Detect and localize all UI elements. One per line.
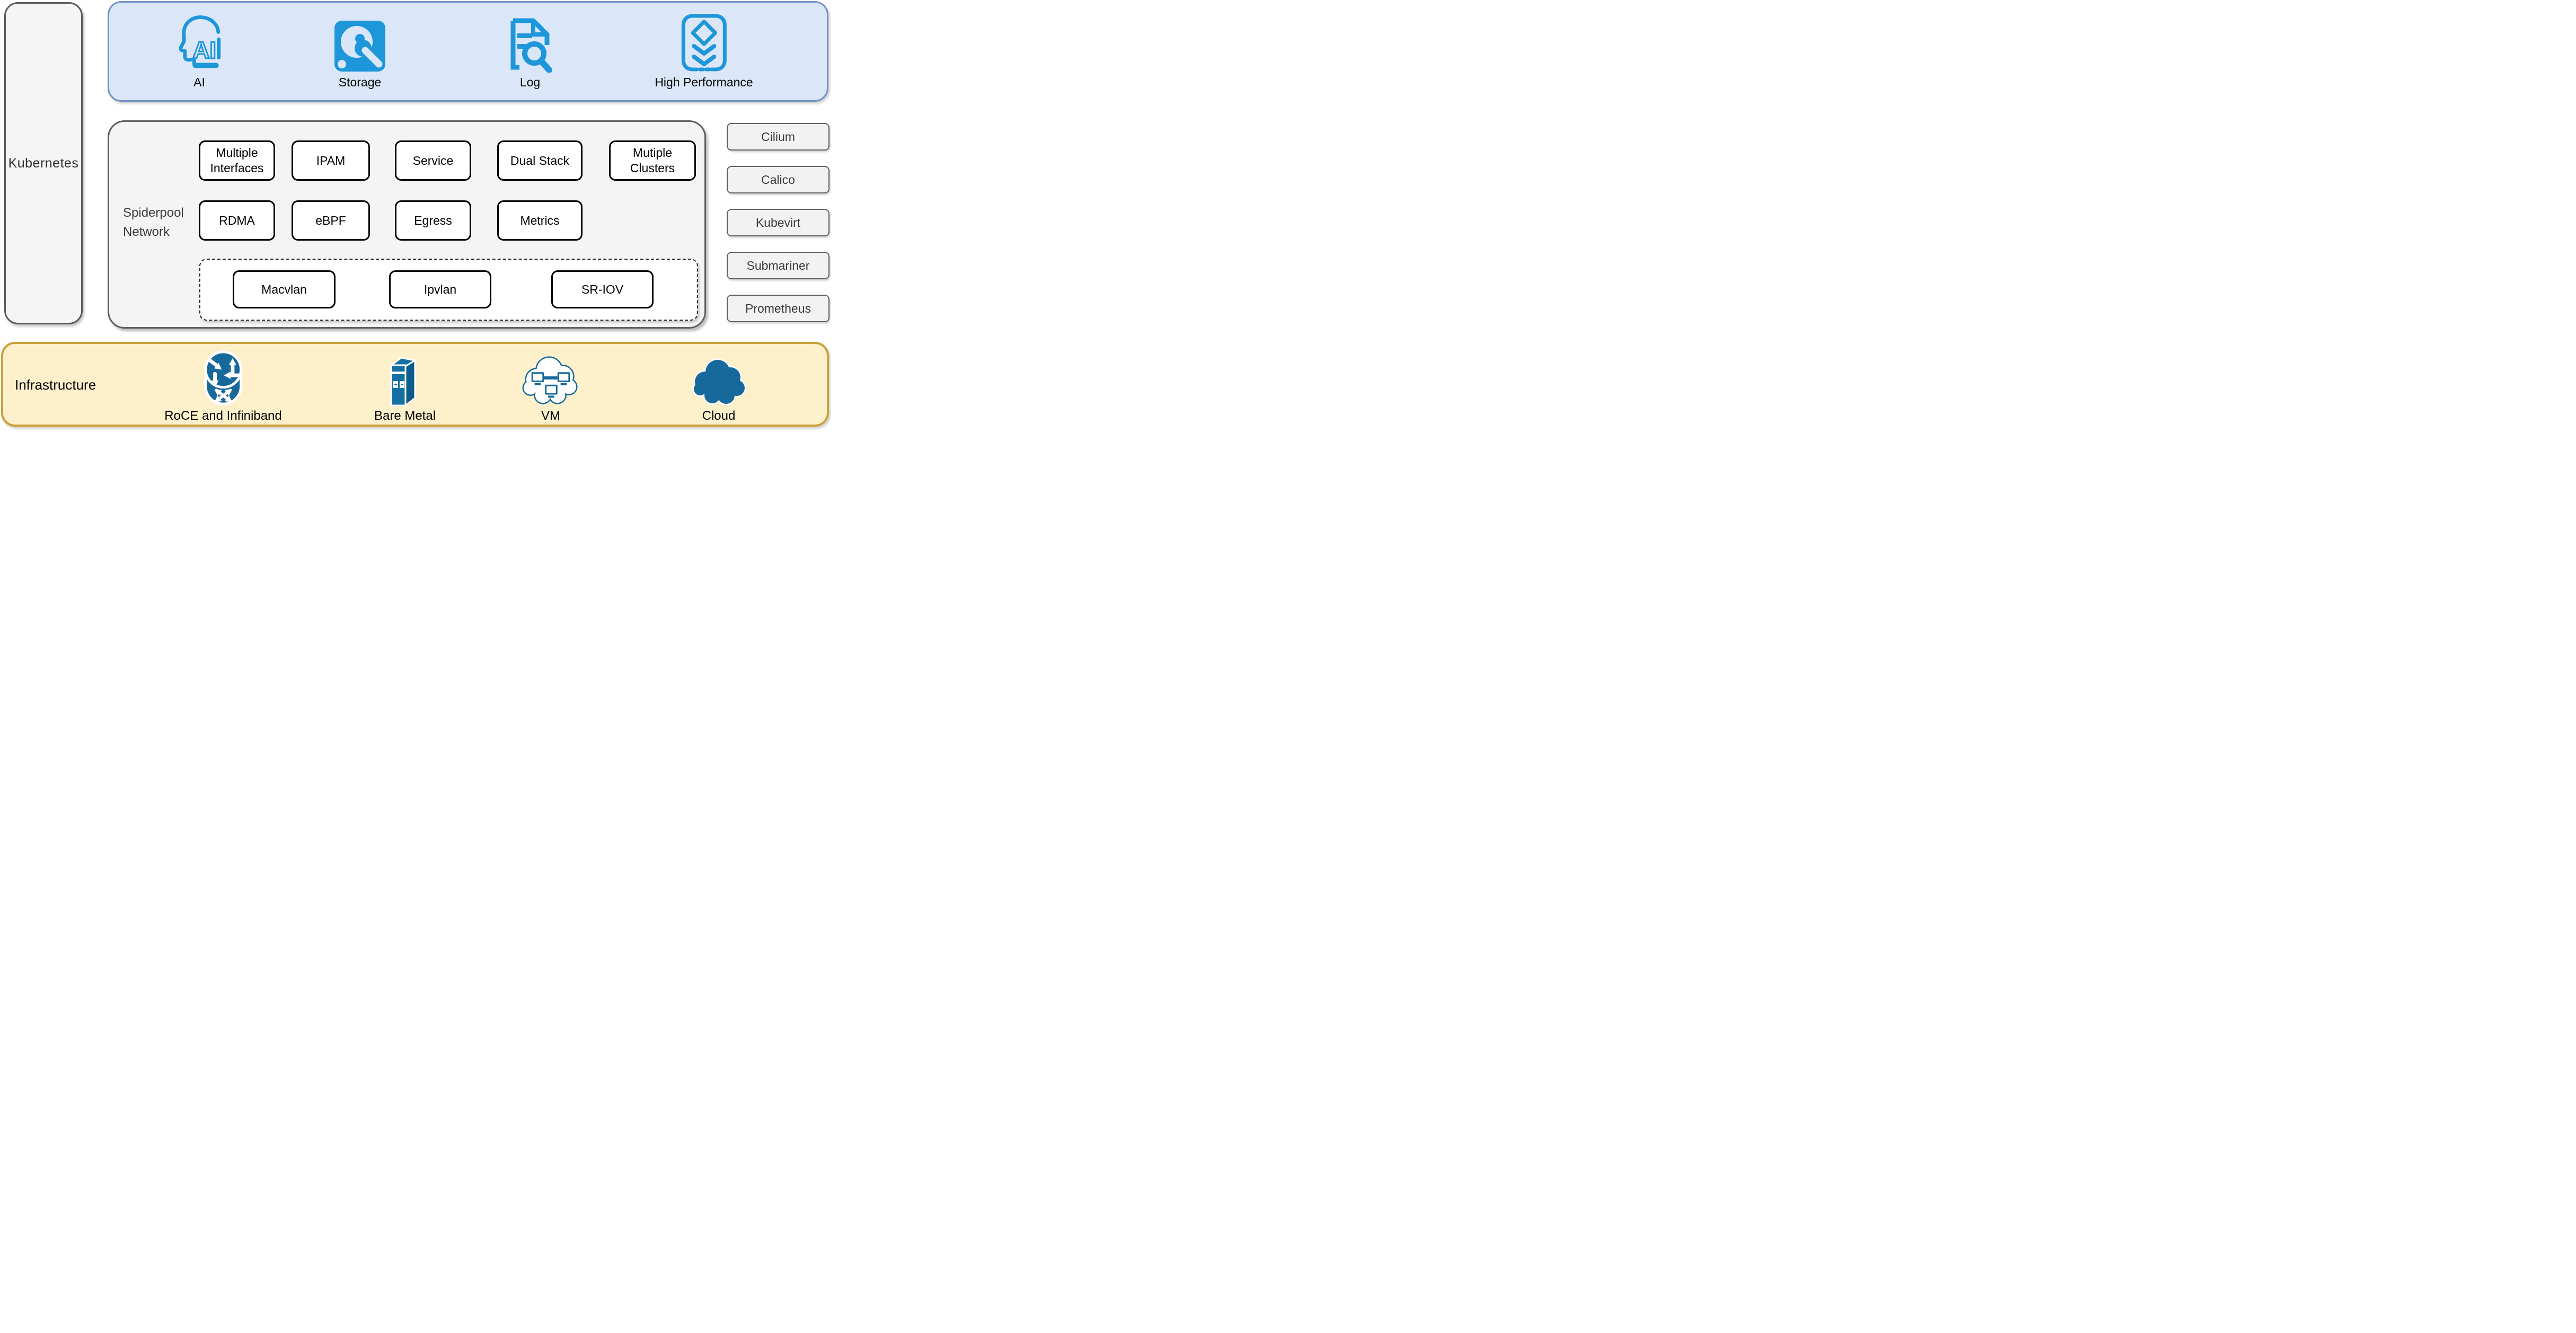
cni-ipvlan: Ipvlan bbox=[389, 270, 491, 308]
feature-service: Service bbox=[395, 140, 471, 181]
server-tower-icon bbox=[390, 357, 416, 407]
cni-macvlan: Macvlan bbox=[233, 270, 336, 308]
log-search-icon bbox=[510, 18, 552, 73]
capability-item-ai: AI AI bbox=[169, 9, 230, 90]
capability-item-high-performance: High Performance bbox=[655, 9, 753, 90]
cni-sriov: SR-IOV bbox=[551, 270, 654, 308]
feature-ebpf: eBPF bbox=[292, 200, 370, 241]
infra-label-vm: VM bbox=[541, 409, 560, 423]
high-performance-icon bbox=[681, 14, 727, 72]
capability-label: AI bbox=[193, 75, 205, 89]
feature-egress: Egress bbox=[395, 200, 471, 241]
ecosystem-submariner: Submariner bbox=[727, 252, 830, 279]
ai-head-icon: AI bbox=[179, 15, 221, 68]
capability-label: Storage bbox=[338, 75, 382, 89]
feature-ipam: IPAM bbox=[292, 140, 370, 181]
infra-label-roce: RoCE and Infiniband bbox=[164, 409, 282, 423]
kubernetes-label: Kubernetes bbox=[8, 155, 79, 171]
ecosystem-kubevirt: Kubevirt bbox=[727, 209, 830, 236]
infra-item-vm: VM bbox=[519, 346, 583, 423]
feature-metrics: Metrics bbox=[497, 200, 583, 241]
cni-plugins-group: Macvlan Ipvlan SR-IOV bbox=[199, 259, 698, 321]
infra-item-roce-infiniband: RoCE and Infiniband bbox=[164, 346, 282, 423]
spiderpool-panel: Spiderpool Network Multiple Interfaces I… bbox=[108, 120, 706, 329]
infra-label-bare-metal: Bare Metal bbox=[374, 409, 436, 423]
infra-item-cloud: Cloud bbox=[689, 346, 748, 423]
feature-multiple-interfaces: Multiple Interfaces bbox=[199, 140, 275, 181]
spiderpool-architecture-diagram: Kubernetes AI AI bbox=[0, 0, 831, 430]
feature-rdma: RDMA bbox=[199, 200, 275, 241]
router-icon bbox=[204, 350, 242, 405]
ecosystem-prometheus: Prometheus bbox=[727, 295, 830, 322]
ecosystem-column: Cilium Calico Kubevirt Submariner Promet… bbox=[727, 123, 830, 322]
infra-label-cloud: Cloud bbox=[702, 409, 736, 423]
ecosystem-calico: Calico bbox=[727, 166, 830, 193]
kubernetes-box: Kubernetes bbox=[4, 2, 83, 324]
infrastructure-panel: Infrastructure bbox=[1, 342, 829, 427]
capability-item-log: Log bbox=[504, 9, 557, 90]
capability-item-storage: Storage bbox=[333, 9, 386, 90]
capability-label: High Performance bbox=[655, 75, 753, 89]
svg-text:AI: AI bbox=[192, 38, 216, 64]
capability-label: Log bbox=[519, 75, 541, 89]
storage-disk-icon bbox=[334, 21, 385, 72]
vm-cloud-icon bbox=[522, 356, 578, 404]
capabilities-panel: AI AI Storage bbox=[108, 1, 828, 102]
infrastructure-label: Infrastructure bbox=[15, 377, 96, 393]
feature-multiple-clusters: Mutiple Clusters bbox=[609, 140, 696, 181]
infra-item-bare-metal: Bare Metal bbox=[374, 346, 436, 423]
cloud-icon bbox=[692, 358, 746, 405]
feature-dual-stack: Dual Stack bbox=[497, 140, 583, 181]
spiderpool-label: Spiderpool Network bbox=[123, 206, 184, 239]
ecosystem-cilium: Cilium bbox=[727, 123, 830, 151]
